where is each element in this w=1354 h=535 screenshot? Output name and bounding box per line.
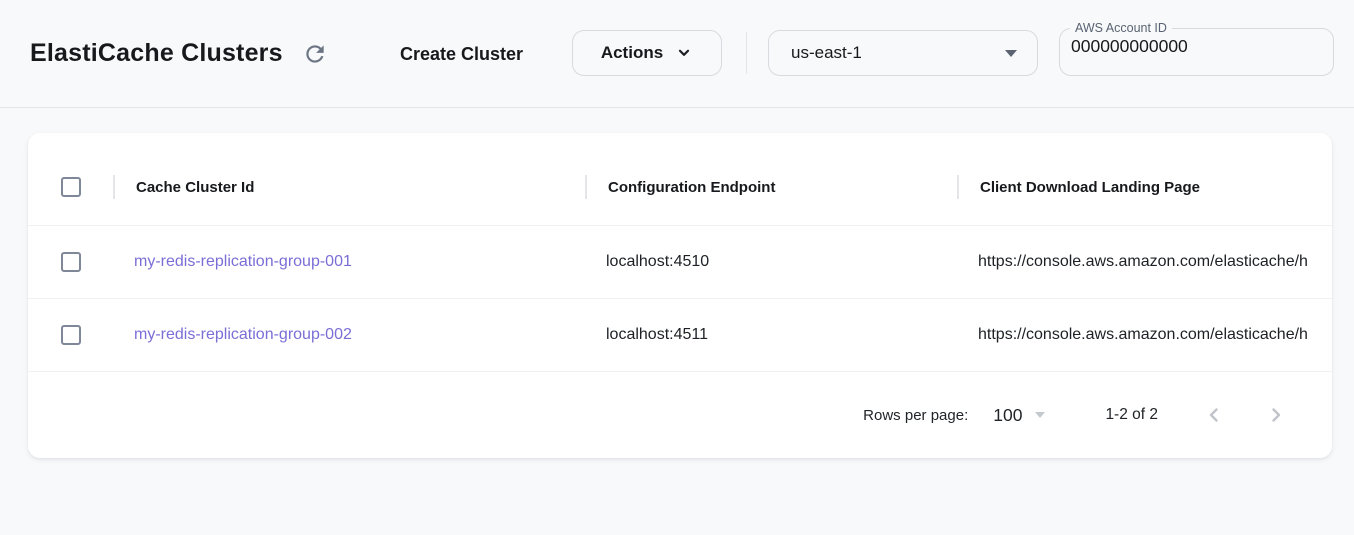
refresh-button[interactable] bbox=[300, 39, 330, 69]
caret-down-icon bbox=[1035, 412, 1046, 418]
header-cell-configuration-endpoint: Configuration Endpoint bbox=[585, 149, 957, 225]
table-row: my-redis-replication-group-002 localhost… bbox=[28, 298, 1332, 371]
select-all-checkbox[interactable] bbox=[60, 177, 81, 197]
table-row: my-redis-replication-group-001 localhost… bbox=[28, 225, 1332, 298]
rows-per-page-label: Rows per page: bbox=[863, 406, 969, 424]
column-separator bbox=[957, 175, 959, 199]
row-checkbox-cell bbox=[28, 325, 113, 345]
actions-button[interactable]: Actions bbox=[572, 30, 722, 76]
column-separator bbox=[585, 175, 587, 199]
page-header: ElastiCache Clusters Create Cluster Acti… bbox=[0, 0, 1354, 108]
aws-account-id-label: AWS Account ID bbox=[1075, 21, 1167, 35]
chevron-right-icon bbox=[1264, 403, 1288, 427]
cluster-link[interactable]: my-redis-replication-group-001 bbox=[134, 253, 352, 270]
cell-cache-cluster-id: my-redis-replication-group-001 bbox=[113, 226, 585, 298]
caret-down-icon bbox=[1005, 49, 1017, 57]
row-checkbox[interactable] bbox=[60, 252, 81, 272]
region-select[interactable]: us-east-1 bbox=[768, 30, 1038, 76]
client-download-url-value: https://console.aws.amazon.com/elasticac… bbox=[978, 326, 1308, 343]
table-header-row: Cache Cluster Id Configuration Endpoint … bbox=[28, 149, 1332, 225]
actions-button-label: Actions bbox=[600, 43, 664, 62]
column-header-label: Configuration Endpoint bbox=[608, 178, 776, 196]
toolbar-divider bbox=[746, 32, 747, 74]
client-download-url-value: https://console.aws.amazon.com/elasticac… bbox=[978, 253, 1308, 270]
row-checkbox-cell bbox=[28, 252, 113, 272]
previous-page-button[interactable] bbox=[1200, 401, 1228, 429]
cell-configuration-endpoint: localhost:4510 bbox=[585, 226, 957, 298]
cell-configuration-endpoint: localhost:4511 bbox=[585, 299, 957, 371]
cell-cache-cluster-id: my-redis-replication-group-002 bbox=[113, 299, 585, 371]
region-select-value: us-east-1 bbox=[791, 43, 862, 62]
column-header-label: Cache Cluster Id bbox=[136, 178, 255, 196]
chevron-down-icon bbox=[675, 44, 693, 62]
cluster-link[interactable]: my-redis-replication-group-002 bbox=[134, 326, 352, 343]
create-cluster-button[interactable]: Create Cluster bbox=[400, 40, 523, 68]
header-checkbox-cell bbox=[28, 177, 113, 197]
header-cell-client-download-landing-page: Client Download Landing Page bbox=[957, 149, 1332, 225]
aws-account-id-field: AWS Account ID bbox=[1059, 22, 1334, 76]
column-separator bbox=[113, 175, 115, 199]
page-title: ElastiCache Clusters bbox=[30, 39, 283, 67]
rows-per-page-select[interactable]: 100 bbox=[993, 404, 1046, 426]
pagination-range-label: 1-2 of 2 bbox=[1105, 406, 1158, 423]
cell-client-download-landing-page: https://console.aws.amazon.com/elasticac… bbox=[957, 226, 1332, 298]
row-checkbox[interactable] bbox=[60, 325, 81, 345]
configuration-endpoint-value: localhost:4510 bbox=[606, 253, 710, 270]
configuration-endpoint-value: localhost:4511 bbox=[606, 326, 708, 343]
rows-per-page-value: 100 bbox=[993, 404, 1023, 425]
aws-account-id-input[interactable] bbox=[1060, 34, 1320, 57]
refresh-icon bbox=[302, 41, 328, 67]
chevron-left-icon bbox=[1202, 403, 1226, 427]
header-cell-cache-cluster-id: Cache Cluster Id bbox=[113, 149, 585, 225]
column-header-label: Client Download Landing Page bbox=[980, 178, 1201, 196]
cell-client-download-landing-page: https://console.aws.amazon.com/elasticac… bbox=[957, 299, 1332, 371]
next-page-button[interactable] bbox=[1262, 401, 1290, 429]
table-pagination: Rows per page: 100 1-2 of 2 bbox=[28, 371, 1332, 458]
clusters-table-card: Cache Cluster Id Configuration Endpoint … bbox=[28, 133, 1332, 458]
